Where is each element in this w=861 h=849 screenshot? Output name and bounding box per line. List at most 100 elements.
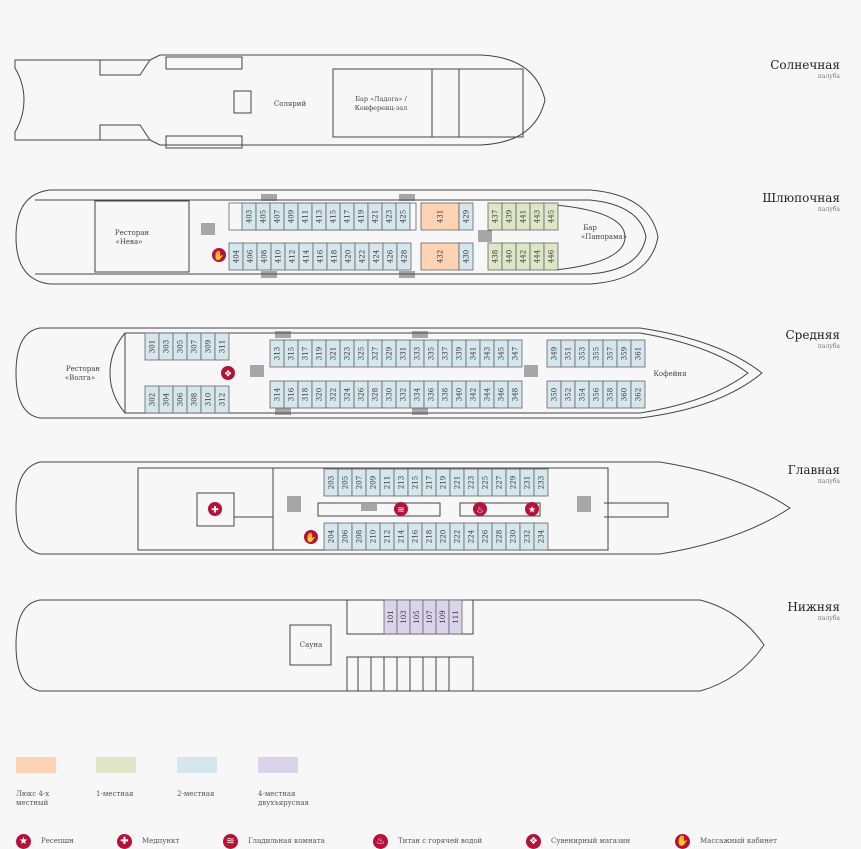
cabin-410[interactable]: 410 bbox=[270, 242, 286, 271]
cabin-406[interactable]: 406 bbox=[242, 242, 258, 271]
cabin-107[interactable]: 107 bbox=[422, 599, 437, 635]
cabin-box[interactable] bbox=[543, 202, 559, 231]
cabin-box[interactable] bbox=[533, 468, 549, 497]
cabin-314[interactable]: 314 bbox=[269, 380, 285, 409]
cabin-317[interactable]: 317 bbox=[297, 339, 313, 368]
cabin-329[interactable]: 329 bbox=[381, 339, 397, 368]
cabin-424[interactable]: 424 bbox=[368, 242, 384, 271]
cabin-428[interactable]: 428 bbox=[396, 242, 412, 271]
cabin-326[interactable]: 326 bbox=[353, 380, 369, 409]
cabin-430[interactable]: 430 bbox=[458, 242, 474, 271]
cabin-419[interactable]: 419 bbox=[353, 202, 369, 231]
cabin-442[interactable]: 442 bbox=[515, 242, 531, 271]
cabin-432[interactable]: 432 bbox=[420, 242, 460, 271]
cabin-207[interactable]: 207 bbox=[351, 468, 367, 497]
cabin-325[interactable]: 325 bbox=[353, 339, 369, 368]
cabin-439[interactable]: 439 bbox=[501, 202, 517, 231]
cabin-444[interactable]: 444 bbox=[529, 242, 545, 271]
cabin-301[interactable]: 301 bbox=[144, 332, 160, 361]
cabin-322[interactable]: 322 bbox=[325, 380, 341, 409]
cabin-355[interactable]: 355 bbox=[588, 339, 604, 368]
cabin-409[interactable]: 409 bbox=[283, 202, 299, 231]
cabin-426[interactable]: 426 bbox=[382, 242, 398, 271]
cabin-222[interactable]: 222 bbox=[449, 522, 465, 551]
cabin-229[interactable]: 229 bbox=[505, 468, 521, 497]
cabin-302[interactable]: 302 bbox=[144, 385, 160, 414]
cabin-331[interactable]: 331 bbox=[395, 339, 411, 368]
cabin-335[interactable]: 335 bbox=[423, 339, 439, 368]
cabin-311[interactable]: 311 bbox=[214, 332, 230, 361]
cabin-box[interactable] bbox=[448, 599, 463, 635]
cabin-232[interactable]: 232 bbox=[519, 522, 535, 551]
cabin-350[interactable]: 350 bbox=[546, 380, 562, 409]
cabin-306[interactable]: 306 bbox=[172, 385, 188, 414]
cabin-404[interactable]: 404 bbox=[228, 242, 244, 271]
cabin-361[interactable]: 361 bbox=[630, 339, 646, 368]
cabin-440[interactable]: 440 bbox=[501, 242, 517, 271]
cabin-334[interactable]: 334 bbox=[409, 380, 425, 409]
cabin-420[interactable]: 420 bbox=[340, 242, 356, 271]
cabin-box[interactable] bbox=[458, 242, 474, 271]
cabin-315[interactable]: 315 bbox=[283, 339, 299, 368]
cabin-445[interactable]: 445 bbox=[543, 202, 559, 231]
cabin-354[interactable]: 354 bbox=[574, 380, 590, 409]
cabin-328[interactable]: 328 bbox=[367, 380, 383, 409]
cabin-360[interactable]: 360 bbox=[616, 380, 632, 409]
cabin-414[interactable]: 414 bbox=[298, 242, 314, 271]
cabin-415[interactable]: 415 bbox=[325, 202, 341, 231]
cabin-412[interactable]: 412 bbox=[284, 242, 300, 271]
cabin-211[interactable]: 211 bbox=[379, 468, 395, 497]
cabin-309[interactable]: 309 bbox=[200, 332, 216, 361]
cabin-box[interactable] bbox=[214, 385, 230, 414]
cabin-321[interactable]: 321 bbox=[325, 339, 341, 368]
cabin-307[interactable]: 307 bbox=[186, 332, 202, 361]
cabin-234[interactable]: 234 bbox=[533, 522, 549, 551]
cabin-324[interactable]: 324 bbox=[339, 380, 355, 409]
cabin-359[interactable]: 359 bbox=[616, 339, 632, 368]
cabin-337[interactable]: 337 bbox=[437, 339, 453, 368]
cabin-228[interactable]: 228 bbox=[491, 522, 507, 551]
cabin-320[interactable]: 320 bbox=[311, 380, 327, 409]
cabin-437[interactable]: 437 bbox=[487, 202, 503, 231]
cabin-230[interactable]: 230 bbox=[505, 522, 521, 551]
cabin-216[interactable]: 216 bbox=[407, 522, 423, 551]
cabin-352[interactable]: 352 bbox=[560, 380, 576, 409]
cabin-box[interactable] bbox=[507, 339, 523, 368]
cabin-333[interactable]: 333 bbox=[409, 339, 425, 368]
cabin-438[interactable]: 438 bbox=[487, 242, 503, 271]
cabin-425[interactable]: 425 bbox=[395, 202, 411, 231]
cabin-221[interactable]: 221 bbox=[449, 468, 465, 497]
cabin-357[interactable]: 357 bbox=[602, 339, 618, 368]
cabin-box[interactable] bbox=[533, 522, 549, 551]
cabin-332[interactable]: 332 bbox=[395, 380, 411, 409]
cabin-box[interactable] bbox=[543, 242, 559, 271]
cabin-330[interactable]: 330 bbox=[381, 380, 397, 409]
cabin-316[interactable]: 316 bbox=[283, 380, 299, 409]
cabin-109[interactable]: 109 bbox=[435, 599, 450, 635]
cabin-408[interactable]: 408 bbox=[256, 242, 272, 271]
cabin-340[interactable]: 340 bbox=[451, 380, 467, 409]
cabin-353[interactable]: 353 bbox=[574, 339, 590, 368]
cabin-407[interactable]: 407 bbox=[269, 202, 285, 231]
cabin-101[interactable]: 101 bbox=[383, 599, 398, 635]
cabin-319[interactable]: 319 bbox=[311, 339, 327, 368]
cabin-303[interactable]: 303 bbox=[158, 332, 174, 361]
cabin-box[interactable] bbox=[630, 380, 646, 409]
cabin-313[interactable]: 313 bbox=[269, 339, 285, 368]
cabin-336[interactable]: 336 bbox=[423, 380, 439, 409]
cabin-416[interactable]: 416 bbox=[312, 242, 328, 271]
cabin-226[interactable]: 226 bbox=[477, 522, 493, 551]
cabin-209[interactable]: 209 bbox=[365, 468, 381, 497]
cabin-418[interactable]: 418 bbox=[326, 242, 342, 271]
cabin-347[interactable]: 347 bbox=[507, 339, 523, 368]
cabin-box[interactable] bbox=[630, 339, 646, 368]
cabin-111[interactable]: 111 bbox=[448, 599, 463, 635]
cabin-362[interactable]: 362 bbox=[630, 380, 646, 409]
cabin-356[interactable]: 356 bbox=[588, 380, 604, 409]
cabin-346[interactable]: 346 bbox=[493, 380, 509, 409]
cabin-box[interactable] bbox=[396, 242, 412, 271]
cabin-305[interactable]: 305 bbox=[172, 332, 188, 361]
cabin-105[interactable]: 105 bbox=[409, 599, 424, 635]
cabin-214[interactable]: 214 bbox=[393, 522, 409, 551]
cabin-413[interactable]: 413 bbox=[311, 202, 327, 231]
